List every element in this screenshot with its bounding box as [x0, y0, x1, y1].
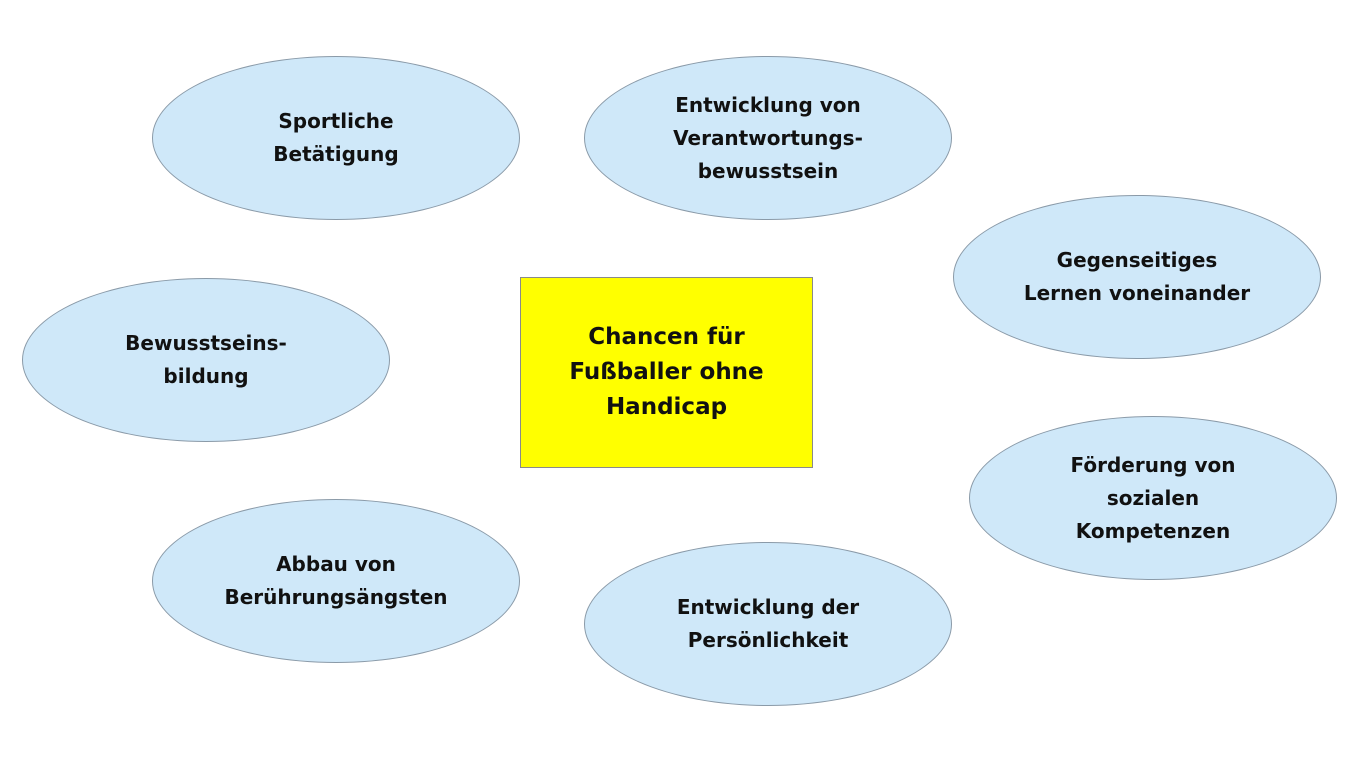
bubble-label: Entwicklung der Persönlichkeit	[676, 595, 860, 652]
bubble-sportliche-betaetigung: Sportliche Betätigung	[152, 56, 520, 220]
bubble-beruehrungsaengste: Abbau von Berührungsängsten	[152, 499, 520, 663]
bubble-gegenseitiges-lernen: Gegenseitiges Lernen voneinander	[953, 195, 1321, 359]
bubble-label: Entwicklung von Verantwortungs- bewussts…	[673, 92, 863, 183]
central-topic-box: Chancen für Fußballer ohne Handicap	[520, 277, 813, 468]
bubble-persoenlichkeit: Entwicklung der Persönlichkeit	[584, 542, 952, 706]
bubble-bewusstseinsbildung: Bewusstseins- bildung	[22, 278, 390, 442]
bubble-soziale-kompetenzen: Förderung von sozialen Kompetenzen	[969, 416, 1337, 580]
central-topic-label: Chancen für Fußballer ohne Handicap	[569, 324, 764, 420]
bubble-label: Förderung von sozialen Kompetenzen	[1070, 452, 1236, 543]
bubble-verantwortungsbewusstsein: Entwicklung von Verantwortungs- bewussts…	[584, 56, 952, 220]
bubble-label: Gegenseitiges Lernen voneinander	[1023, 248, 1251, 305]
bubble-label: Abbau von Berührungsängsten	[224, 552, 448, 609]
bubble-label: Bewusstseins- bildung	[125, 331, 287, 388]
bubble-label: Sportliche Betätigung	[273, 109, 399, 166]
